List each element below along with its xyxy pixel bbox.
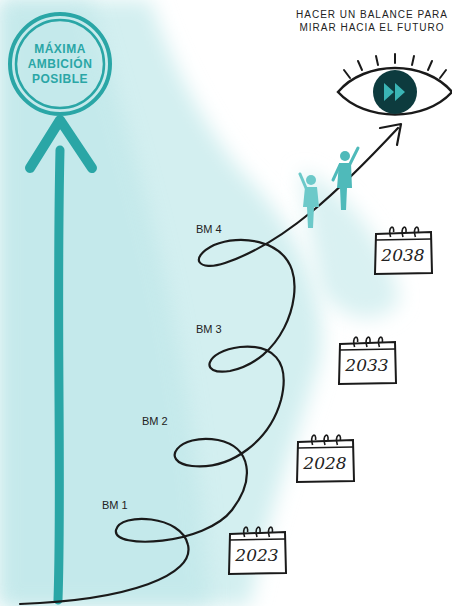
calendar-ring (337, 435, 341, 445)
watercolor-wash (0, 0, 322, 606)
calendar-page (375, 232, 432, 274)
milestone-label: BM 3 (196, 322, 236, 336)
person-figure (300, 174, 319, 228)
calendar-ring (256, 527, 260, 537)
calendar-band (230, 539, 285, 540)
calendar-ring (415, 227, 419, 237)
calendar-ring (379, 337, 383, 347)
calendar-box: 2023 (226, 524, 288, 576)
milestone-label: BM 4 (196, 222, 236, 236)
calendar-band (298, 447, 353, 448)
milestone-label: BM 2 (142, 414, 182, 428)
calendar-box: 2038 (372, 224, 434, 276)
calendar-ring (390, 227, 394, 237)
year-text: 2038 (381, 235, 424, 265)
calendar-band (376, 239, 431, 240)
target-ring (10, 14, 110, 114)
progress-spiral (20, 128, 398, 604)
calendar-band (340, 349, 395, 350)
calendar-page (229, 532, 286, 574)
calendar-page (339, 342, 396, 384)
calendar-box: 2028 (294, 432, 356, 484)
calendar-ring (366, 337, 370, 347)
year-text: 2028 (303, 443, 346, 473)
milestone-label: BM 1 (102, 498, 142, 512)
calendar-ring (244, 527, 248, 537)
calendar-ring (324, 435, 328, 445)
calendar-ring (312, 435, 316, 445)
spiral-arrow-head (380, 124, 401, 145)
calendar-page (297, 440, 354, 482)
caption-note: HACER UN BALANCE PARA MIRAR HACIA EL FUT… (292, 8, 452, 34)
ambition-arrow-shaft (58, 150, 60, 600)
calendar-ring (269, 527, 273, 537)
target-ring (16, 20, 104, 108)
calendar-box: 2033 (336, 334, 398, 386)
year-text: 2033 (345, 345, 388, 375)
year-text: 2023 (235, 535, 278, 565)
person-figure (333, 148, 358, 210)
calendar-ring (402, 227, 406, 237)
eye-symbol (338, 54, 452, 115)
goal-text: MÁXIMA AMBICIÓN POSIBLE (23, 42, 97, 87)
calendar-ring (354, 337, 358, 347)
ambition-arrow-head (30, 120, 92, 168)
watercolor-wash (0, 0, 210, 606)
goal-circle: MÁXIMA AMBICIÓN POSIBLE (8, 12, 112, 116)
